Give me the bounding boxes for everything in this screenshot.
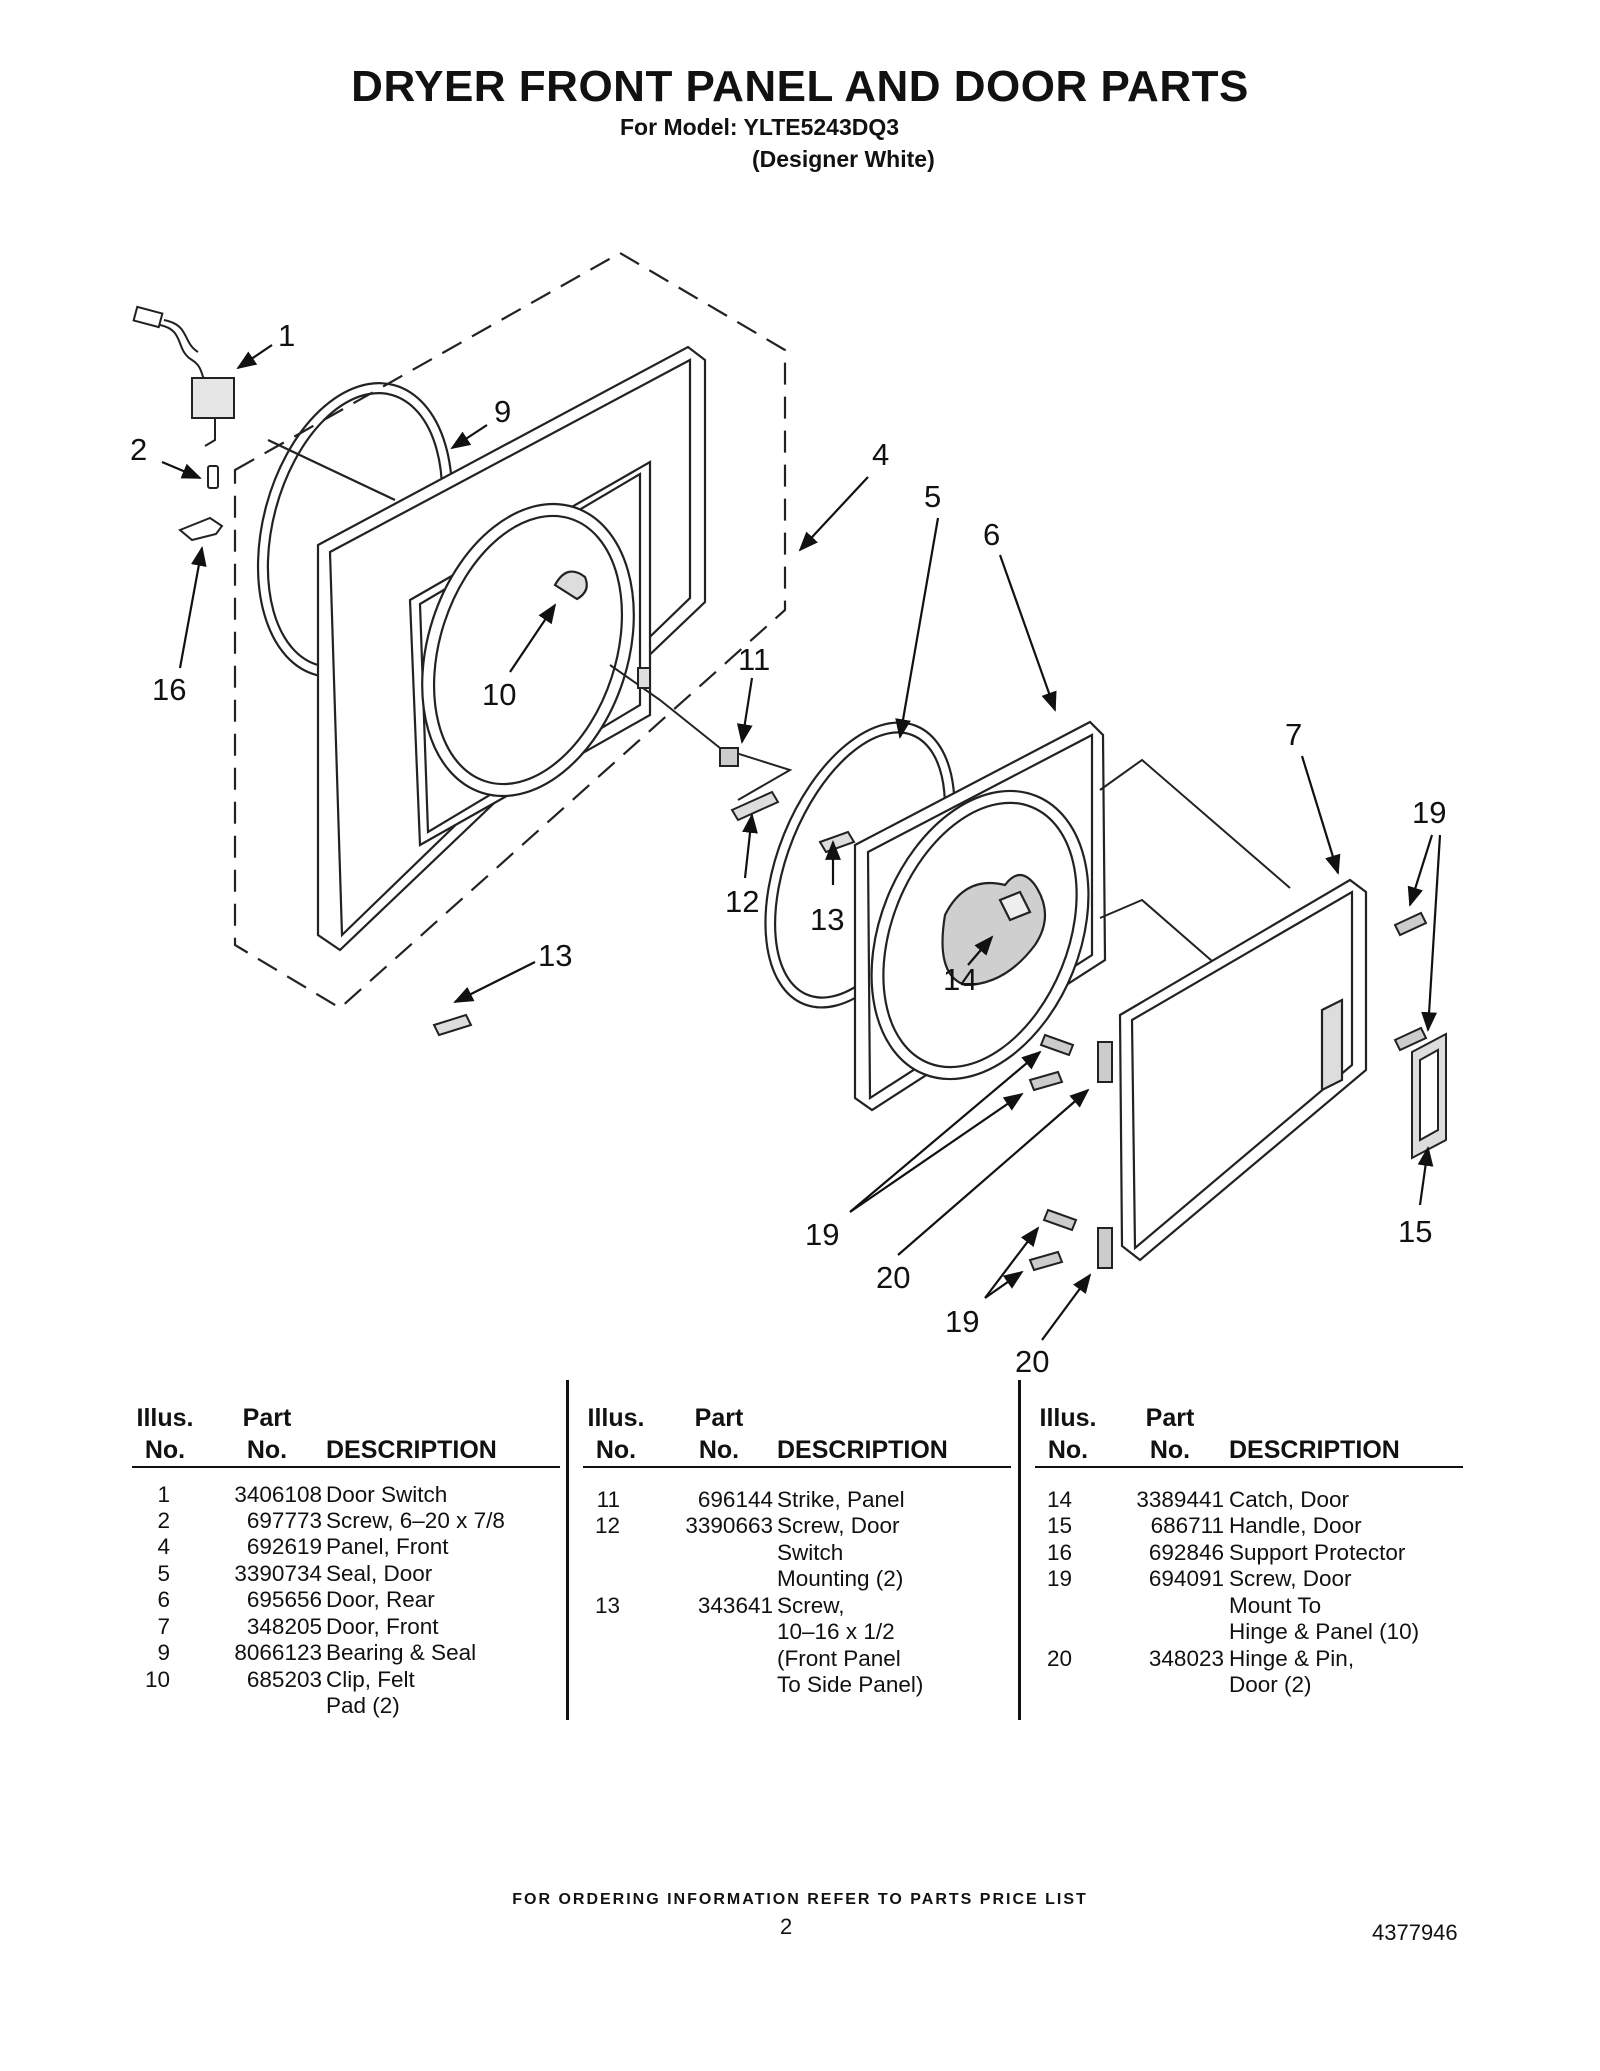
callout-15: 15: [1398, 1214, 1432, 1249]
screws: [432, 790, 856, 1037]
callout-7: 7: [1285, 717, 1302, 752]
callout-13-door: 13: [810, 902, 844, 937]
callout-5: 5: [924, 479, 941, 514]
front-door: [1118, 878, 1368, 1262]
callout-1: 1: [278, 318, 295, 353]
callout-20-upper: 20: [876, 1260, 910, 1295]
header-rule: [132, 1466, 560, 1468]
callout-19-right: 19: [1412, 795, 1446, 830]
callout-6: 6: [983, 517, 1000, 552]
rear-door: [853, 720, 1107, 1112]
cabinet-outline: [233, 251, 787, 1010]
exploded-parts-diagram: 1 2 9 4 5 6 16 10 11 7 19 12 13 13 14 19…: [130, 251, 1447, 1379]
color-line: (Designer White): [752, 146, 935, 172]
callout-14: 14: [943, 962, 977, 997]
assembly-lines: [1099, 758, 1291, 969]
callout-20-lower: 20: [1015, 1344, 1049, 1379]
door-switch: [132, 305, 235, 447]
document-number: 4377946: [1372, 1920, 1458, 1945]
callout-12: 12: [725, 884, 759, 919]
column-divider: [1018, 1380, 1021, 1720]
illus-no-header: Illus.No.: [587, 1404, 645, 1464]
hinges: [1028, 911, 1428, 1272]
description-header: DESCRIPTION: [1229, 1436, 1400, 1464]
strike-plate: [609, 664, 793, 801]
illus-no-header: Illus.No.: [136, 1404, 194, 1464]
description-header: DESCRIPTION: [326, 1436, 497, 1464]
callout-19-left-lower: 19: [945, 1304, 979, 1339]
callout-4: 4: [872, 437, 889, 472]
ordering-note: FOR ORDERING INFORMATION REFER TO PARTS …: [512, 1891, 1088, 1908]
callout-labels: 1 2 9 4 5 6 16 10 11 7 19 12 13 13 14 19…: [130, 318, 1446, 1379]
callout-13-panel: 13: [538, 938, 572, 973]
illus-no-header: Illus.No.: [1039, 1404, 1097, 1464]
header-rule: [583, 1466, 1011, 1468]
callout-10: 10: [482, 677, 516, 712]
page-title: DRYER FRONT PANEL AND DOOR PARTS: [351, 62, 1249, 111]
callout-9: 9: [494, 394, 511, 429]
column-divider: [566, 1380, 569, 1720]
callout-11: 11: [738, 642, 770, 677]
callout-2: 2: [130, 432, 147, 467]
description-header: DESCRIPTION: [777, 1436, 948, 1464]
small-parts: [178, 465, 224, 542]
header-rule: [1035, 1466, 1463, 1468]
callout-19-left-upper: 19: [805, 1217, 839, 1252]
callout-16: 16: [152, 672, 186, 707]
front-panel: [316, 345, 707, 952]
page-number: 2: [780, 1914, 793, 1939]
leader-arrows: [161, 344, 1442, 1341]
model-line: For Model: YLTE5243DQ3: [620, 114, 900, 140]
door-handle: [1411, 1032, 1447, 1160]
